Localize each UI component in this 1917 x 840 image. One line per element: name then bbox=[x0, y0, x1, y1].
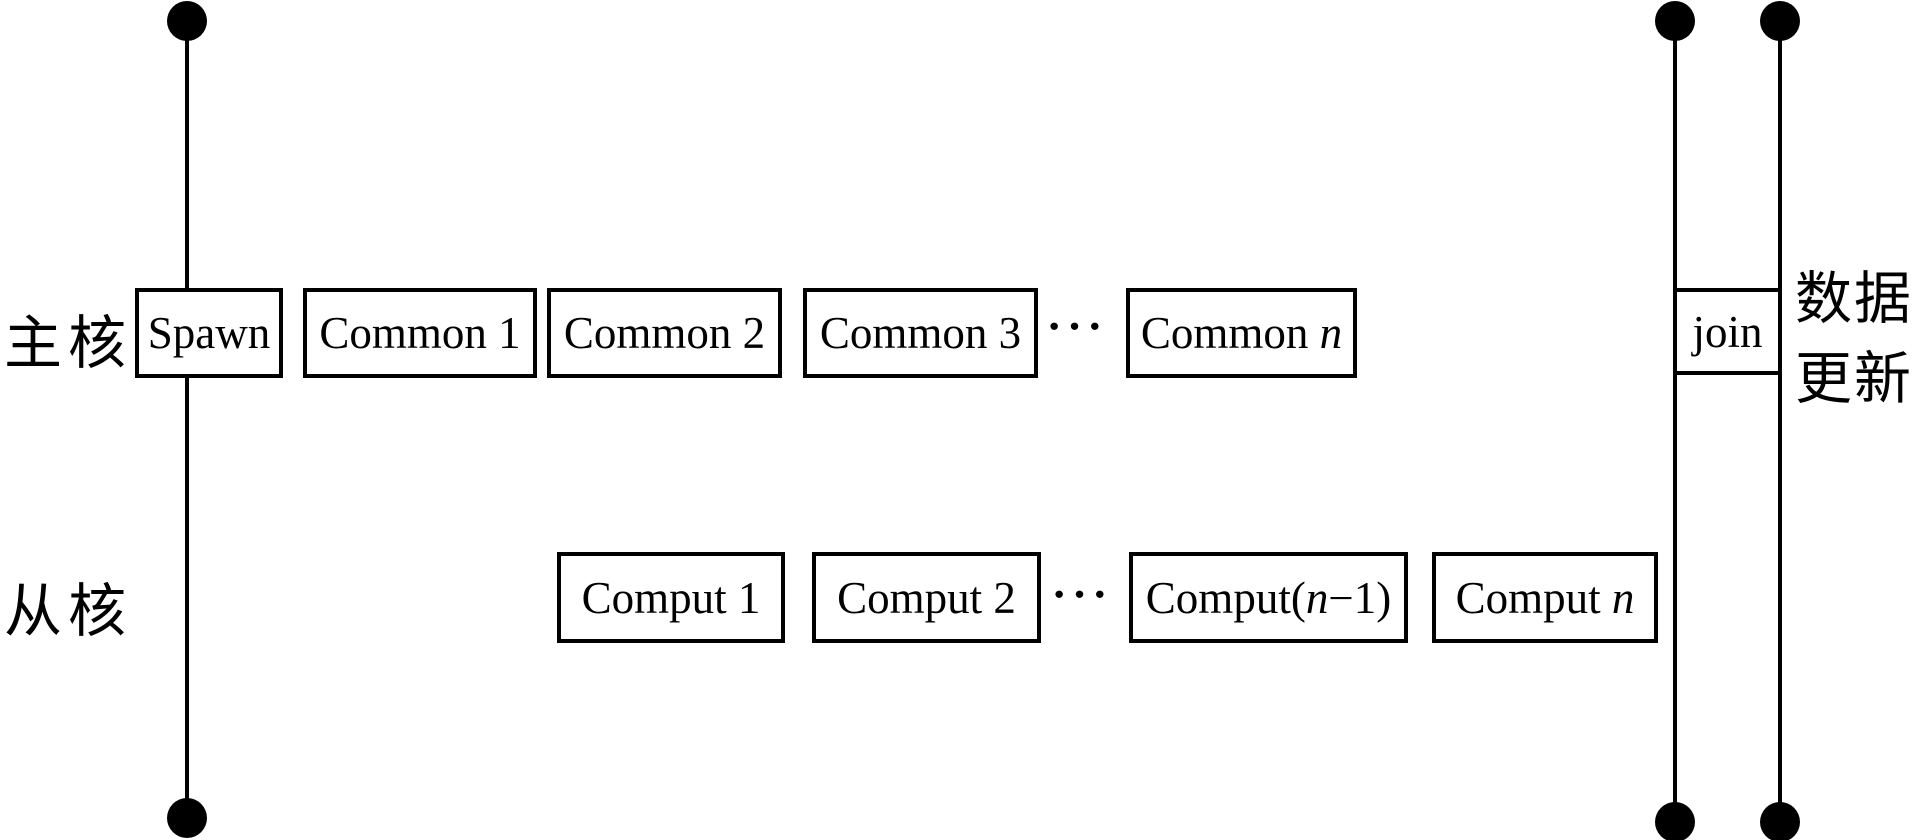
comput-2-label: Comput 2 bbox=[837, 572, 1016, 623]
master-core-timeline bbox=[185, 21, 189, 818]
common-3-box: Common 3 bbox=[803, 288, 1038, 378]
data-update-label: 数据 更新 bbox=[1795, 260, 1913, 420]
timeline-endpoint-dot bbox=[1655, 1, 1695, 41]
comput-n-1-box: Comput(n−1) bbox=[1129, 552, 1408, 643]
common-n-label: Common n bbox=[1140, 308, 1343, 358]
slave-core-lane-label: 从核 bbox=[4, 579, 133, 644]
comput-1-label: Comput 1 bbox=[581, 572, 761, 623]
timeline-endpoint-dot bbox=[1655, 802, 1695, 840]
timeline-endpoint-dot bbox=[1760, 1, 1800, 41]
comput-n-label: Comput n bbox=[1455, 572, 1635, 623]
join-label: join bbox=[1692, 306, 1763, 357]
master-row-ellipsis: ··· bbox=[1046, 300, 1108, 352]
data-update-label-line2: 更新 bbox=[1795, 348, 1913, 411]
comput-1-box: Comput 1 bbox=[557, 552, 785, 643]
comput-2-box: Comput 2 bbox=[812, 552, 1041, 643]
common-2-box: Common 2 bbox=[547, 288, 782, 378]
spawn-box: Spawn bbox=[135, 288, 283, 378]
common-n-box: Common n bbox=[1126, 288, 1357, 378]
timeline-endpoint-dot bbox=[167, 798, 207, 838]
common-3-label: Common 3 bbox=[819, 308, 1022, 358]
common-1-box: Common 1 bbox=[303, 288, 537, 378]
data-update-timeline bbox=[1778, 21, 1782, 822]
comput-n-1-label: Comput(n−1) bbox=[1145, 572, 1392, 623]
join-left-timeline bbox=[1673, 21, 1677, 822]
data-update-label-line1: 数据 bbox=[1795, 268, 1913, 331]
join-box: join bbox=[1673, 288, 1782, 375]
common-2-label: Common 2 bbox=[563, 308, 766, 358]
comput-n-box: Comput n bbox=[1432, 552, 1658, 643]
master-core-lane-label: 主核 bbox=[4, 311, 133, 376]
spawn-label: Spawn bbox=[147, 308, 271, 358]
common-1-label: Common 1 bbox=[319, 308, 521, 358]
timeline-endpoint-dot bbox=[167, 1, 207, 41]
timeline-endpoint-dot bbox=[1760, 802, 1800, 840]
slave-row-ellipsis: ··· bbox=[1051, 568, 1113, 620]
